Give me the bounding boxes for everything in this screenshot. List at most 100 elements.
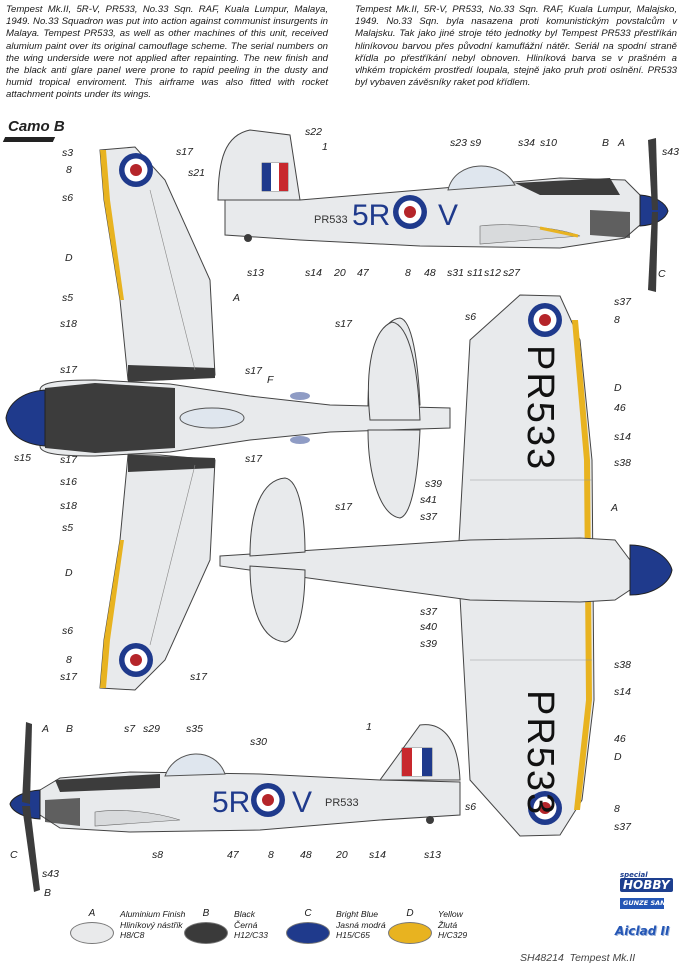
callout-label: s10 [540, 137, 557, 149]
callout-label: s17 [245, 453, 263, 465]
callout-label: 48 [424, 267, 436, 279]
upper-serial: PR533 [314, 214, 348, 226]
callout-label: s17 [190, 671, 208, 683]
callout-label: s17 [335, 318, 353, 330]
scheme-title: Camo B [8, 118, 65, 135]
callout-label: 47 [227, 849, 240, 861]
callout-label: 8 [614, 803, 620, 815]
callout-label: D [65, 252, 73, 264]
callout-label: s12 [484, 267, 501, 279]
callout-label: s38 [614, 659, 631, 671]
callout-label: s17 [176, 146, 194, 158]
callout-label: s43 [42, 868, 59, 880]
callout-label: 1 [366, 721, 372, 733]
callout-label: 8 [66, 654, 72, 666]
callout-label: s37 [420, 606, 438, 618]
legend-name-cz: Černá [234, 919, 258, 930]
callout-label: B [602, 137, 609, 149]
legend-letter: A [88, 908, 96, 919]
underside-serial-upper: PR533 [519, 345, 561, 471]
callout-label: 20 [335, 849, 348, 861]
legend-code: H15/C65 [336, 930, 370, 940]
callout-label: s41 [420, 494, 437, 506]
callout-label: s5 [62, 292, 73, 304]
callout-label: s14 [614, 431, 631, 443]
callout-label: s37 [614, 821, 632, 833]
callout-label: 1 [322, 141, 328, 153]
callout-label: 46 [614, 402, 626, 414]
legend-swatch [388, 922, 432, 944]
callout-label: F [267, 374, 274, 386]
callout-label: C [658, 268, 666, 280]
callout-label: s14 [369, 849, 386, 861]
callout-label: 20 [333, 267, 346, 279]
upper-code-letters: 5R [352, 199, 390, 232]
callout-label: 8 [66, 164, 72, 176]
callout-label: s6 [62, 192, 73, 204]
upper-individual-letter: V [438, 199, 458, 232]
callout-label: 8 [614, 314, 620, 326]
callout-label: s13 [424, 849, 441, 861]
callout-label: s17 [335, 501, 353, 513]
callout-label: s11 [467, 267, 483, 279]
lower-code-letters: 5R [212, 786, 250, 819]
callout-label: s18 [60, 500, 77, 512]
callout-label: s35 [186, 723, 203, 735]
callout-label: D [614, 751, 622, 763]
legend-name-cz: Žlutá [438, 919, 458, 930]
callout-label: B [66, 723, 73, 735]
legend-name-en: Yellow [438, 909, 463, 919]
callout-label: A [41, 723, 49, 735]
callout-label: C [10, 849, 18, 861]
side-view-upper: 5R V PR533 [217, 129, 669, 292]
callout-label: s13 [247, 267, 264, 279]
callout-label: D [614, 382, 622, 394]
lower-serial: PR533 [325, 797, 359, 809]
bottom-view: PR533 PR533 [219, 294, 673, 837]
callout-label: s38 [614, 457, 631, 469]
callout-label: s7 [124, 723, 136, 735]
legend-letter: C [304, 908, 312, 919]
legend-text: Yellow Žlutá H/C329 [438, 909, 467, 941]
callout-label: s23 [450, 137, 467, 149]
legend-swatch [184, 922, 228, 944]
callout-label: s8 [152, 849, 163, 861]
callout-label: 8 [405, 267, 411, 279]
top-view [5, 146, 451, 691]
description-czech: Tempest Mk.II, 5R-V, PR533, No.33 Sqn. R… [355, 4, 677, 89]
legend-name-en: Black [234, 909, 256, 919]
legend-swatch [70, 922, 114, 944]
legend-letter: B [202, 908, 210, 919]
legend-name-en: Bright Blue [336, 909, 379, 919]
callout-label: A [610, 502, 618, 514]
callout-label: s37 [420, 511, 438, 523]
legend-name-cz: Hliníkový nástřik [120, 919, 183, 930]
callout-label: D [65, 567, 73, 579]
callout-label: A [232, 292, 240, 304]
tailplane-view [367, 321, 421, 421]
callout-label: B [44, 887, 51, 899]
legend-name-en: Aluminium Finish [120, 909, 186, 919]
callout-label: s22 [305, 126, 322, 138]
underside-serial-lower: PR533 [519, 690, 561, 816]
callout-label: s6 [62, 625, 73, 637]
legend-swatch [286, 922, 330, 944]
callout-label: s17 [60, 454, 78, 466]
callout-label: s29 [143, 723, 160, 735]
callout-label: s37 [614, 296, 632, 308]
callout-label: s21 [188, 167, 205, 179]
callout-label: s17 [60, 364, 78, 376]
callout-label: s43 [662, 146, 679, 158]
legend-letter: D [406, 908, 414, 919]
callout-label: s17 [60, 671, 78, 683]
legend-text: Black Černá H12/C33 [234, 909, 268, 941]
callout-label: 48 [300, 849, 312, 861]
product-footer: SH48214 Tempest Mk.II [520, 952, 635, 964]
callout-label: s9 [470, 137, 481, 149]
callout-label: 47 [357, 267, 370, 279]
callout-label: s34 [518, 137, 535, 149]
callout-label: s3 [62, 147, 73, 159]
callout-label: s17 [245, 365, 263, 377]
